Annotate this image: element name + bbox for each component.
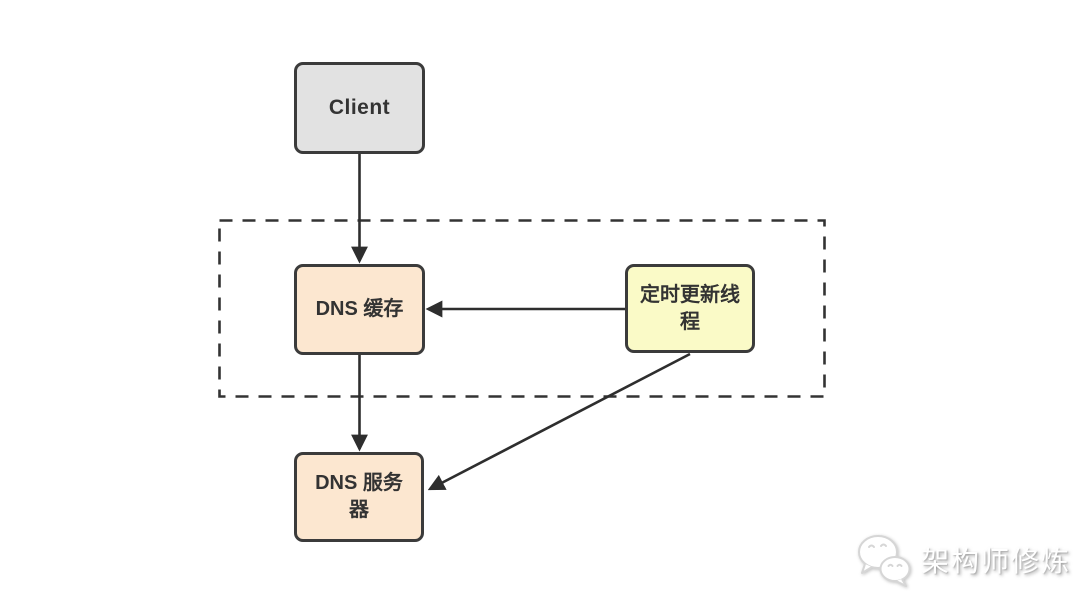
edge-thread-to-server bbox=[427, 352, 691, 491]
node-update-thread: 定时更新线 程 bbox=[625, 264, 755, 353]
node-dns-cache-label: DNS 缓存 bbox=[315, 298, 404, 320]
node-client-label: Client bbox=[328, 95, 391, 119]
node-dns-server-label: DNS 服务 器 bbox=[315, 472, 403, 521]
watermark-text: 架构师修炼 bbox=[921, 546, 1072, 577]
watermark: 架构师修炼 bbox=[855, 532, 1071, 588]
node-update-thread-label: 定时更新线 程 bbox=[640, 283, 740, 333]
node-dns-cache: DNS 缓存 bbox=[294, 264, 425, 355]
node-dns-server: DNS 服务 器 bbox=[294, 452, 424, 542]
wechat-logo-icon bbox=[858, 535, 911, 587]
node-client: Client bbox=[294, 62, 425, 154]
